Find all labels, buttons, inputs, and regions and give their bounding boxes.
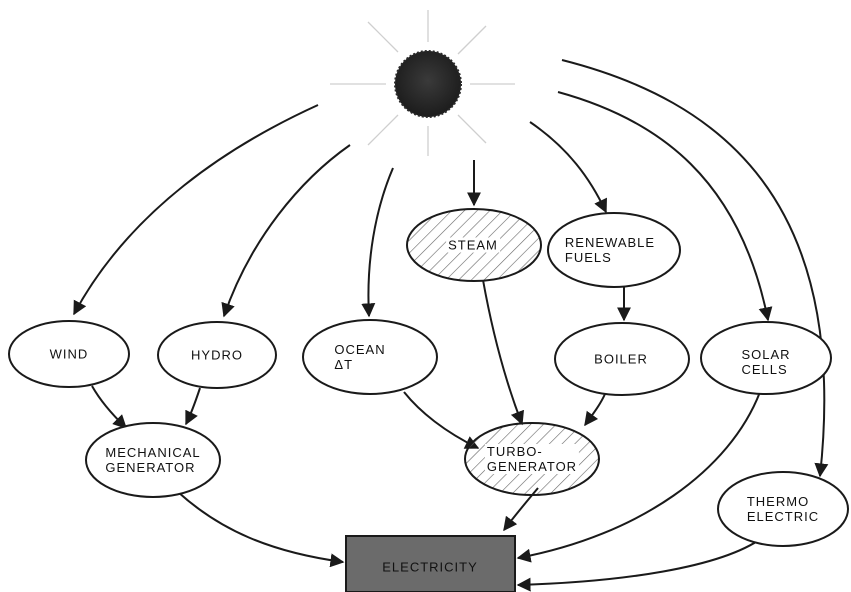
thermo-node [717, 471, 849, 547]
arrow-hydro-mechanical [185, 387, 201, 426]
node-shapes [8, 208, 849, 592]
renewable-label: RENEWABLE FUELS [564, 235, 656, 265]
arrow-ocean-turbo [403, 391, 480, 449]
electricity-label: ELECTRICITY [382, 559, 478, 575]
arrow-sun-renewable [529, 121, 607, 214]
thermo-label: THERMO ELECTRIC [746, 494, 820, 524]
arrow-wind-mechanical [91, 385, 127, 429]
boiler-node [554, 322, 690, 396]
turbo-label: TURBO- GENERATOR [484, 444, 580, 474]
hydro-node [157, 321, 277, 389]
ocean-label: OCEAN ΔT [334, 342, 386, 372]
arrow-mechanical-electricity [177, 491, 345, 568]
arrow-thermo-electricity [516, 537, 763, 592]
sun-arrows [73, 59, 829, 478]
arrow-solar-electricity [516, 391, 761, 563]
mechanical-label: MECHANICAL GENERATOR [105, 445, 201, 475]
arrow-sun-ocean [361, 167, 394, 318]
arrow-sun-solar [557, 91, 773, 322]
wind-node [8, 320, 130, 388]
ocean-node [302, 319, 438, 395]
flow-arrows [91, 279, 763, 592]
arrow-boiler-turbo [584, 393, 606, 427]
renewable-node [547, 212, 681, 288]
solar-label: SOLAR CELLS [741, 347, 791, 377]
arrow-steam-turbo [482, 279, 524, 426]
arrow-sun-wind [73, 104, 319, 316]
steam-label: STEAM [446, 237, 500, 253]
sun-icon [394, 50, 462, 118]
hydro-label: HYDRO [191, 347, 243, 363]
sun-rays [330, 10, 515, 156]
arrow-sun-hydro [221, 144, 351, 318]
wind-label: WIND [49, 346, 89, 362]
mechanical-node [85, 422, 221, 498]
electricity-node [345, 535, 516, 592]
solar-node [700, 321, 832, 395]
boiler-label: BOILER [594, 351, 648, 367]
